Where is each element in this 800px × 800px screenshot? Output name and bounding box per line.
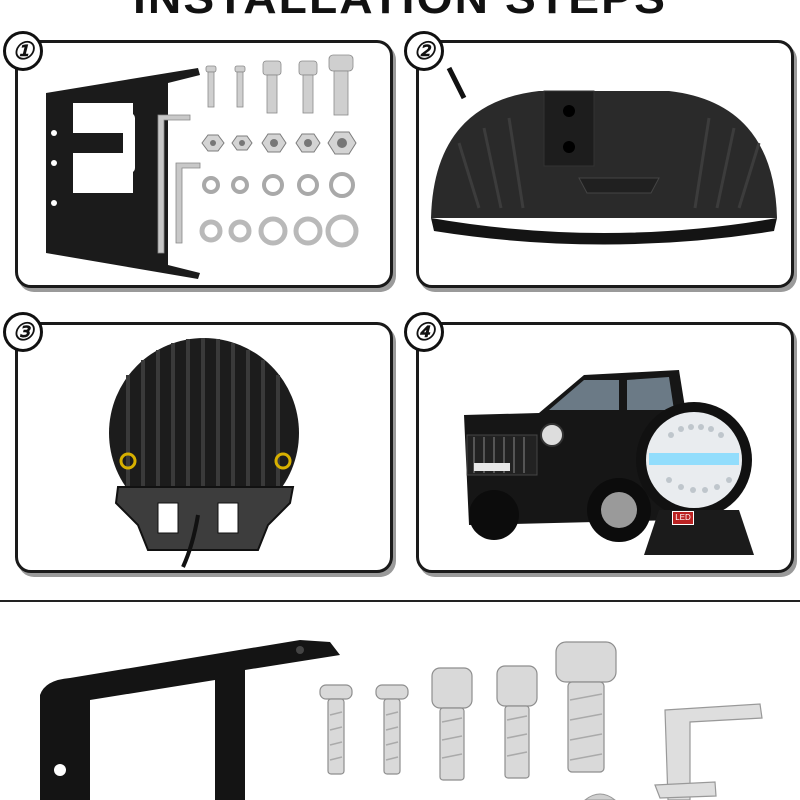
led-logo-badge: LED (672, 511, 694, 525)
hardware-closeup-image (40, 640, 763, 800)
step-4-badge: ④ (404, 312, 444, 352)
step-1-panel (15, 40, 393, 288)
step-2-badge: ② (404, 31, 444, 71)
step-3-panel (15, 322, 393, 573)
vehicle-with-light-image (464, 370, 754, 555)
step-2-panel (416, 40, 794, 288)
light-housing-mount-image (431, 66, 777, 245)
step-4-panel: LED (416, 322, 794, 573)
light-back-bracket-image (109, 338, 299, 568)
bracket-and-hardware-image (46, 54, 359, 279)
page-title: INSTALLATION STEPS (0, 0, 800, 24)
section-divider (0, 600, 800, 602)
step-3-badge: ③ (3, 312, 43, 352)
step-1-badge: ① (3, 31, 43, 71)
